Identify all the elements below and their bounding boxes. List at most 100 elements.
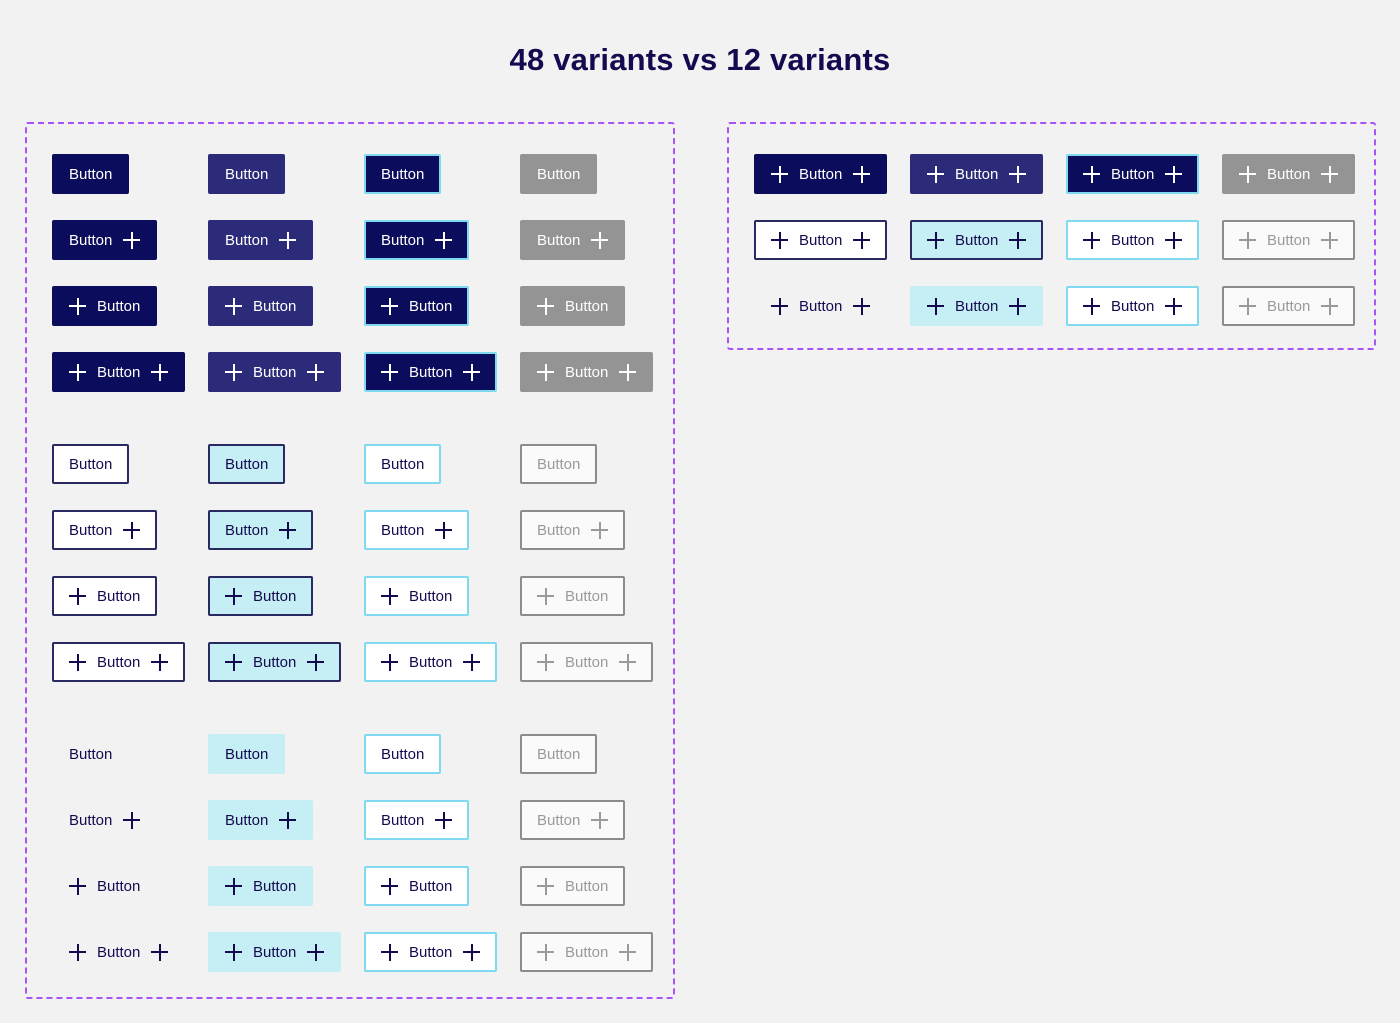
plus-icon [69, 877, 86, 895]
tertiary-button-focus-both[interactable]: Button [1066, 286, 1200, 326]
variant-cell: Button [754, 154, 888, 194]
button-label: Button [565, 653, 609, 671]
tertiary-button-focus-leading[interactable]: Button [364, 866, 470, 906]
tertiary-button-default-both[interactable]: Button [754, 286, 887, 326]
primary-button-default-trailing[interactable]: Button [52, 220, 158, 260]
primary-button-disabled-leading: Button [520, 286, 626, 326]
variant-cell: Button [1066, 220, 1200, 260]
secondary-button-focus-none[interactable]: Button [364, 444, 442, 484]
primary-button-hover-both[interactable]: Button [910, 154, 1044, 194]
plus-icon [151, 653, 169, 671]
primary-button-disabled-none: Button [520, 154, 598, 194]
primary-button-hover-none[interactable]: Button [208, 154, 286, 194]
secondary-button-hover-trailing[interactable]: Button [208, 510, 314, 550]
primary-button-focus-trailing[interactable]: Button [364, 220, 470, 260]
tertiary-button-hover-none[interactable]: Button [208, 734, 286, 774]
primary-button-default-none[interactable]: Button [52, 154, 130, 194]
variant-cell: Button [520, 220, 626, 260]
variant-cell: Button [364, 800, 470, 840]
button-label: Button [253, 653, 297, 671]
plus-icon [853, 165, 871, 183]
button-label: Button [253, 943, 297, 961]
tertiary-button-hover-leading[interactable]: Button [208, 866, 314, 906]
tertiary-button-default-none[interactable]: Button [52, 734, 129, 774]
variant-cell: Button [520, 800, 626, 840]
variant-cell: Button [1222, 220, 1356, 260]
plus-icon [927, 231, 944, 249]
plus-icon [927, 297, 944, 315]
variant-cell: Button [52, 932, 185, 972]
secondary-button-hover-leading[interactable]: Button [208, 576, 314, 616]
primary-button-focus-both[interactable]: Button [364, 352, 498, 392]
button-label: Button [381, 231, 425, 249]
button-label: Button [381, 165, 425, 183]
tertiary-button-focus-none[interactable]: Button [364, 734, 442, 774]
secondary-button-focus-trailing[interactable]: Button [364, 510, 470, 550]
variant-cell: Button [364, 932, 498, 972]
tertiary-button-hover-both[interactable]: Button [910, 286, 1044, 326]
variant-cell: Button [910, 154, 1044, 194]
button-label: Button [537, 521, 581, 539]
button-label: Button [537, 231, 581, 249]
plus-icon [69, 943, 86, 961]
plus-icon [463, 363, 481, 381]
secondary-button-default-both[interactable]: Button [754, 220, 888, 260]
button-label: Button [565, 877, 609, 895]
tertiary-button-default-both[interactable]: Button [52, 932, 185, 972]
plus-icon [69, 587, 86, 605]
secondary-button-default-leading[interactable]: Button [52, 576, 158, 616]
secondary-button-focus-leading[interactable]: Button [364, 576, 470, 616]
plus-icon [381, 297, 398, 315]
plus-icon [435, 231, 453, 249]
plus-icon [853, 231, 871, 249]
plus-icon [1165, 165, 1183, 183]
primary-button-hover-leading[interactable]: Button [208, 286, 314, 326]
primary-button-focus-leading[interactable]: Button [364, 286, 470, 326]
tertiary-button-default-trailing[interactable]: Button [52, 800, 157, 840]
variant-cell: Button [208, 510, 314, 550]
tertiary-button-default-leading[interactable]: Button [52, 866, 157, 906]
button-label: Button [565, 363, 609, 381]
variant-cell: Button [208, 286, 314, 326]
secondary-button-hover-both[interactable]: Button [208, 642, 342, 682]
primary-button-focus-both[interactable]: Button [1066, 154, 1200, 194]
button-label: Button [537, 455, 581, 473]
primary-button-default-both[interactable]: Button [52, 352, 186, 392]
tertiary-button-hover-both[interactable]: Button [208, 932, 342, 972]
plus-icon [927, 165, 944, 183]
secondary-button-disabled-none: Button [520, 444, 598, 484]
variant-cell: Button [208, 800, 314, 840]
plus-icon [69, 653, 86, 671]
button-label: Button [225, 521, 269, 539]
secondary-button-default-both[interactable]: Button [52, 642, 186, 682]
tertiary-button-hover-trailing[interactable]: Button [208, 800, 314, 840]
button-label: Button [97, 943, 141, 961]
plus-icon [151, 363, 169, 381]
plus-icon [1009, 297, 1027, 315]
primary-button-default-both[interactable]: Button [754, 154, 888, 194]
page-title: 48 variants vs 12 variants [509, 42, 891, 77]
plus-icon [279, 231, 297, 249]
variant-cell: Button [364, 510, 470, 550]
primary-button-focus-none[interactable]: Button [364, 154, 442, 194]
plus-icon [279, 521, 297, 539]
button-label: Button [97, 363, 141, 381]
primary-button-hover-trailing[interactable]: Button [208, 220, 314, 260]
button-label: Button [1267, 165, 1311, 183]
button-label: Button [69, 165, 113, 183]
primary-button-default-leading[interactable]: Button [52, 286, 158, 326]
secondary-button-default-none[interactable]: Button [52, 444, 130, 484]
plus-icon [537, 943, 554, 961]
tertiary-button-focus-both[interactable]: Button [364, 932, 498, 972]
secondary-button-default-trailing[interactable]: Button [52, 510, 158, 550]
secondary-button-hover-none[interactable]: Button [208, 444, 286, 484]
secondary-button-focus-both[interactable]: Button [364, 642, 498, 682]
secondary-button-focus-both[interactable]: Button [1066, 220, 1200, 260]
tertiary-button-focus-trailing[interactable]: Button [364, 800, 470, 840]
primary-button-hover-both[interactable]: Button [208, 352, 342, 392]
plus-icon [307, 653, 325, 671]
secondary-button-hover-both[interactable]: Button [910, 220, 1044, 260]
plus-icon [1009, 165, 1027, 183]
